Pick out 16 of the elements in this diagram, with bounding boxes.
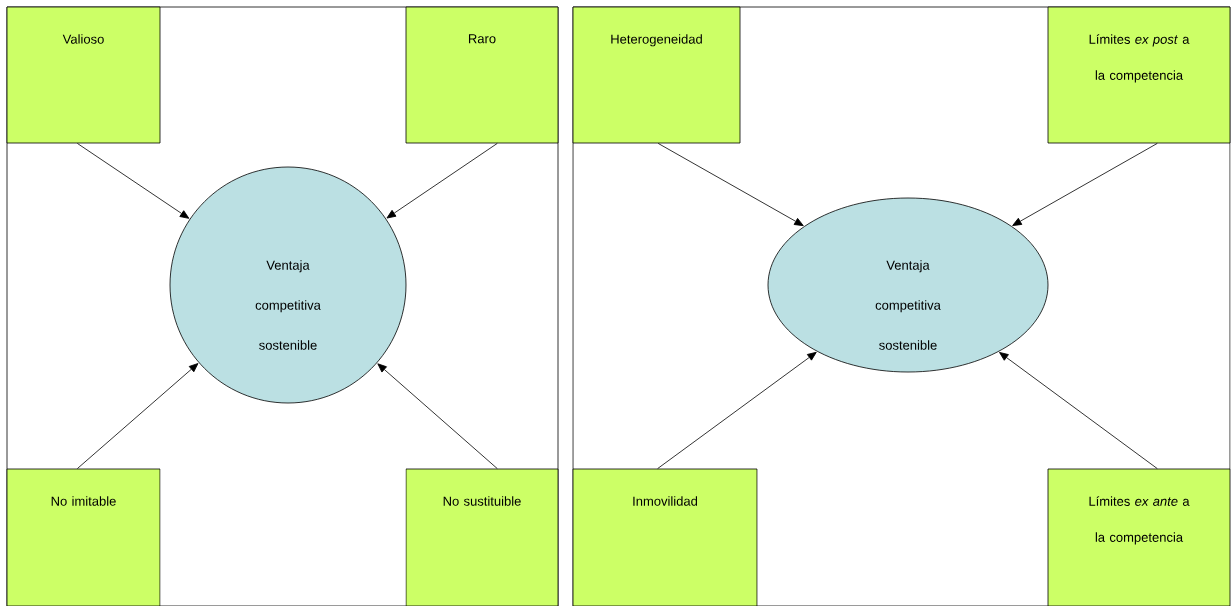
arrow bbox=[999, 352, 1158, 469]
factor-box: Inmovilidad bbox=[572, 468, 758, 606]
factor-box: No sustituible bbox=[405, 468, 559, 606]
factor-box: Heterogeneidad bbox=[572, 6, 741, 144]
arrow bbox=[76, 363, 199, 469]
arrow bbox=[1012, 143, 1158, 226]
factor-box: Límites ex post a la competencia bbox=[1047, 6, 1231, 144]
arrow bbox=[386, 143, 498, 219]
factor-box: Límites ex ante a la competencia bbox=[1047, 468, 1231, 606]
factor-box: Raro bbox=[405, 6, 559, 144]
arrow bbox=[657, 351, 817, 469]
arrow bbox=[76, 143, 190, 219]
arrow bbox=[377, 363, 498, 469]
factor-box: Valioso bbox=[6, 6, 161, 144]
factor-box: No imitable bbox=[6, 468, 161, 606]
arrow bbox=[657, 143, 804, 227]
